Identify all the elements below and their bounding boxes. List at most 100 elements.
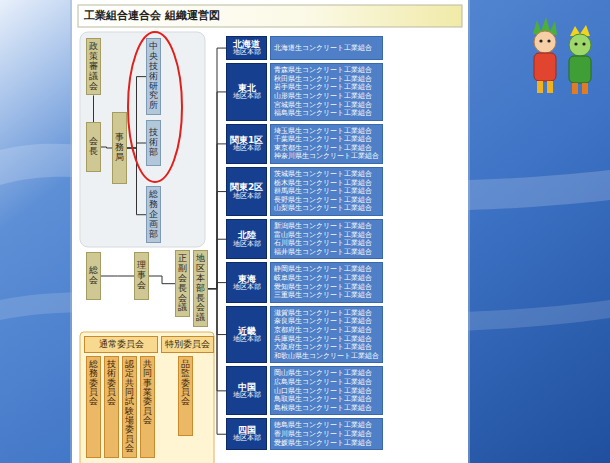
connector-line xyxy=(208,48,226,289)
district-subtitle: 地区本部 xyxy=(233,193,261,201)
node-label: 中国 xyxy=(238,382,256,392)
node-label: 奈良県生コンクリート工業組合 xyxy=(274,317,372,326)
node-label: 香川県生コンクリート工業組合 xyxy=(274,430,372,439)
node-label: 鳥取県生コンクリート工業組合 xyxy=(274,395,372,404)
mascot-eye xyxy=(539,39,542,42)
district-subtitle: 地区本部 xyxy=(233,284,261,292)
node-label: 神奈川県生コンクリート工業組合 xyxy=(274,152,379,161)
connector-line xyxy=(127,148,146,215)
node-label: 群馬県生コンクリート工業組合 xyxy=(274,187,372,196)
mascot-body xyxy=(534,53,556,81)
mascot-leg xyxy=(572,83,578,94)
white-panel xyxy=(72,0,468,463)
node-label: 地区本部長会議 xyxy=(196,254,205,323)
mascot-eye xyxy=(574,42,577,45)
node-label: 品監委員会 xyxy=(181,360,190,407)
node-label: 事務局 xyxy=(115,133,124,163)
connector-line xyxy=(208,289,226,435)
node-label: 特別委員会 xyxy=(165,339,210,350)
node-label: 理事会 xyxy=(137,261,146,291)
node-label: 青森県生コンクリート工業組合 xyxy=(274,66,372,75)
org-box: 地区本部長会議 xyxy=(193,250,208,327)
member-list-box: 青森県生コンクリート工業組合秋田県生コンクリート工業組合岩手県生コンクリート工業… xyxy=(270,63,383,121)
node-label: 総会 xyxy=(89,266,98,286)
mascot-leg xyxy=(547,81,553,93)
node-label: 茨城県生コンクリート工業組合 xyxy=(274,170,372,179)
node-label: 技術委員会 xyxy=(107,360,116,407)
node-label: 東北 xyxy=(238,83,256,93)
connector-line xyxy=(208,192,226,289)
node-label: 四国 xyxy=(238,425,256,435)
node-label: 総務企画部 xyxy=(149,190,158,239)
mascot-head xyxy=(569,34,591,56)
district-box: 北陸地区本部 xyxy=(226,219,267,259)
mascot-leg xyxy=(582,83,588,94)
node-label: 東京都生コンクリート工業組合 xyxy=(274,144,372,153)
org-box: 政策審議会 xyxy=(86,38,101,95)
node-label: 福島県生コンクリート工業組合 xyxy=(274,109,372,118)
diagram-title: 工業組合連合会 組織運営図 xyxy=(84,8,220,24)
node-label: 愛知県生コンクリート工業組合 xyxy=(274,283,372,292)
node-label: 岡山県生コンクリート工業組合 xyxy=(274,369,372,378)
connector-line xyxy=(149,276,175,284)
node-label: 長野県生コンクリート工業組合 xyxy=(274,196,372,205)
member-list-box: 茨城県生コンクリート工業組合栃木県生コンクリート工業組合群馬県生コンクリート工業… xyxy=(270,167,383,216)
node-label: 北海道 xyxy=(233,39,260,49)
member-list-box: 新潟県生コンクリート工業組合富山県生コンクリート工業組合石川県生コンクリート工業… xyxy=(270,219,383,259)
district-subtitle: 地区本部 xyxy=(233,93,261,101)
connector-line xyxy=(208,144,226,289)
node-label: 愛媛県生コンクリート工業組合 xyxy=(274,439,372,448)
member-list-box: 岡山県生コンクリート工業組合広島県生コンクリート工業組合山口県生コンクリート工業… xyxy=(270,366,383,415)
node-label: 技術部 xyxy=(149,128,158,158)
node-label: 関東1区 xyxy=(230,135,263,145)
member-list-box: 北海道生コンクリート工業組合 xyxy=(270,36,383,60)
node-label: 近畿 xyxy=(238,326,256,336)
node-label: 三重県生コンクリート工業組合 xyxy=(274,291,372,300)
node-label: 和歌山県生コンクリート工業組合 xyxy=(274,352,379,361)
committee-box: 品監委員会 xyxy=(178,356,193,436)
connector-line xyxy=(208,239,226,288)
member-list-box: 徳島県生コンクリート工業組合香川県生コンクリート工業組合愛媛県生コンクリート工業… xyxy=(270,418,383,450)
district-box: 関東2区地区本部 xyxy=(226,167,267,216)
node-label: 岩手県生コンクリート工業組合 xyxy=(274,83,372,92)
org-box: 事務局 xyxy=(112,112,127,184)
mascot-head xyxy=(534,31,556,53)
node-label: 秋田県生コンクリート工業組合 xyxy=(274,75,372,84)
committee-header: 通常委員会 xyxy=(84,336,158,353)
node-label: 島根県生コンクリート工業組合 xyxy=(274,404,372,413)
connector-line xyxy=(101,276,134,277)
mascot-body xyxy=(569,56,591,83)
committee-box: 技術委員会 xyxy=(104,356,119,458)
department-box: 中央技術研究所 xyxy=(146,38,161,115)
node-label: 山梨県生コンクリート工業組合 xyxy=(274,204,372,213)
node-label: 栃木県生コンクリート工業組合 xyxy=(274,179,372,188)
node-label: 千葉県生コンクリート工業組合 xyxy=(274,135,372,144)
node-label: 政策審議会 xyxy=(89,42,98,91)
committee-box: 認定共同試験場委員会 xyxy=(122,356,137,458)
org-box: 理事会 xyxy=(134,252,149,300)
node-label: 正副会長会議 xyxy=(178,254,187,313)
node-label: 富山県生コンクリート工業組合 xyxy=(274,231,372,240)
district-subtitle: 地区本部 xyxy=(233,145,261,153)
node-label: 会長 xyxy=(89,137,98,157)
district-subtitle: 地区本部 xyxy=(233,49,261,57)
node-label: 通常委員会 xyxy=(99,339,144,350)
connector-line xyxy=(208,283,226,289)
node-label: 山口県生コンクリート工業組合 xyxy=(274,387,372,396)
committee-header: 特別委員会 xyxy=(161,336,214,353)
district-box: 東海地区本部 xyxy=(226,262,267,302)
node-label: 徳島県生コンクリート工業組合 xyxy=(274,421,372,430)
connector-line xyxy=(93,95,94,122)
node-label: 埼玉県生コンクリート工業組合 xyxy=(274,127,372,136)
node-label: 関東2区 xyxy=(230,182,263,192)
node-label: 石川県生コンクリート工業組合 xyxy=(274,239,372,248)
node-label: 北陸 xyxy=(238,230,256,240)
panel-shadow xyxy=(70,0,470,463)
node-label: 宮城県生コンクリート工業組合 xyxy=(274,101,372,110)
org-box: 総会 xyxy=(86,252,101,300)
node-label: 大阪府生コンクリート工業組合 xyxy=(274,343,372,352)
connector-line xyxy=(208,92,226,289)
node-label: 総務委員会 xyxy=(89,360,98,407)
node-label: 北海道生コンクリート工業組合 xyxy=(274,44,372,53)
department-box: 総務企画部 xyxy=(146,186,161,243)
